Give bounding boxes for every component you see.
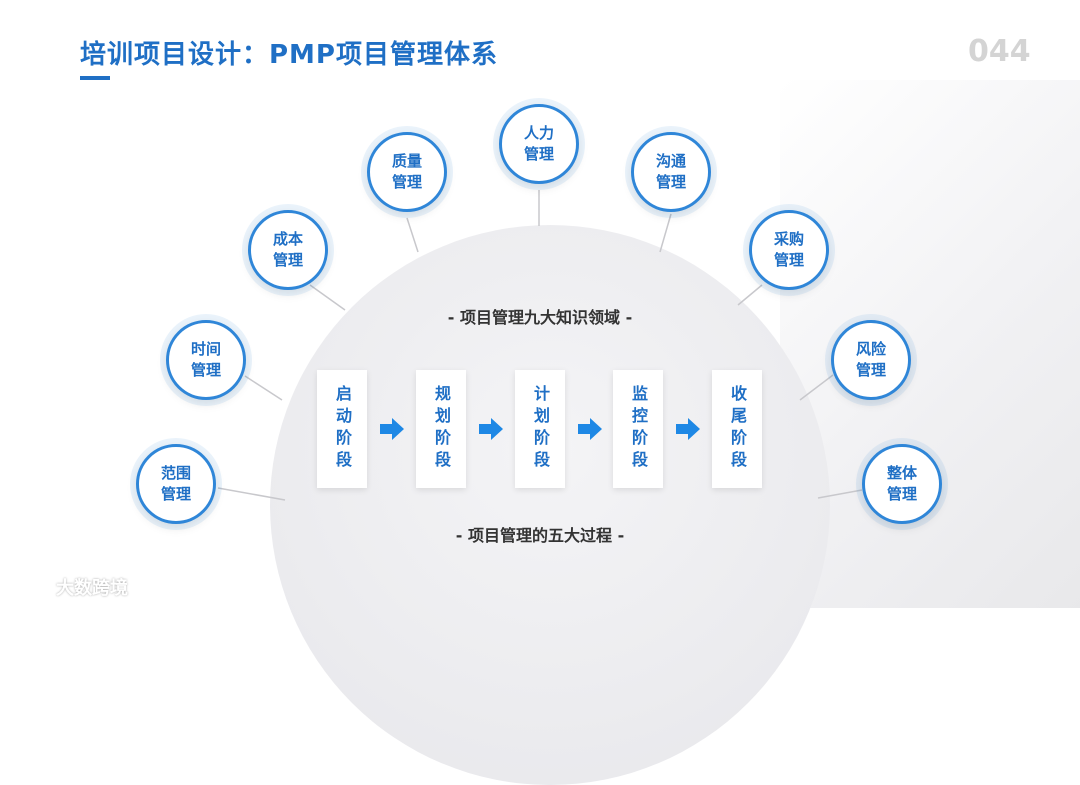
background-streak [780, 80, 1080, 608]
node-procurement-management: 采购 管理 [749, 210, 829, 290]
watermark-text: 大数跨境 [56, 578, 128, 599]
node-integration-management: 整体 管理 [862, 444, 942, 524]
connector-time [244, 375, 283, 401]
arrow-right-icon [380, 418, 404, 440]
arrow-right-icon [578, 418, 602, 440]
connector-comm [659, 213, 672, 253]
process-groups-caption: - 项目管理的五大过程 - [455, 526, 625, 545]
connector-quality [406, 217, 419, 253]
node-cost-management: 成本 管理 [248, 210, 328, 290]
node-quality-management: 质量 管理 [367, 132, 447, 212]
connector-integration [817, 489, 863, 499]
phase-executing: 计划阶段 [515, 370, 565, 488]
node-scope-management: 范围 管理 [136, 444, 216, 524]
node-risk-management: 风险 管理 [831, 320, 911, 400]
node-hr-management: 人力 管理 [499, 104, 579, 184]
page-title: 培训项目设计：PMP项目管理体系 [80, 40, 498, 70]
watermark: 大数跨境 [10, 574, 128, 600]
connector-cost [309, 284, 346, 311]
arrow-right-icon [676, 418, 700, 440]
phase-initiating: 启动阶段 [317, 370, 367, 488]
phase-planning: 规划阶段 [416, 370, 466, 488]
connector-lines [217, 190, 863, 501]
node-time-management: 时间 管理 [166, 320, 246, 400]
phase-closing: 收尾阶段 [712, 370, 762, 488]
watermark-logo-icon [11, 578, 49, 596]
connector-procurement [737, 284, 763, 306]
connector-scope [217, 487, 286, 501]
title-underline [80, 76, 110, 80]
connector-risk [799, 374, 834, 401]
phase-monitoring: 监控阶段 [613, 370, 663, 488]
knowledge-areas-caption: - 项目管理九大知识领域 - [447, 308, 633, 327]
page-number: 044 [968, 34, 1031, 69]
node-communication-management: 沟通 管理 [631, 132, 711, 212]
arrow-right-icon [479, 418, 503, 440]
